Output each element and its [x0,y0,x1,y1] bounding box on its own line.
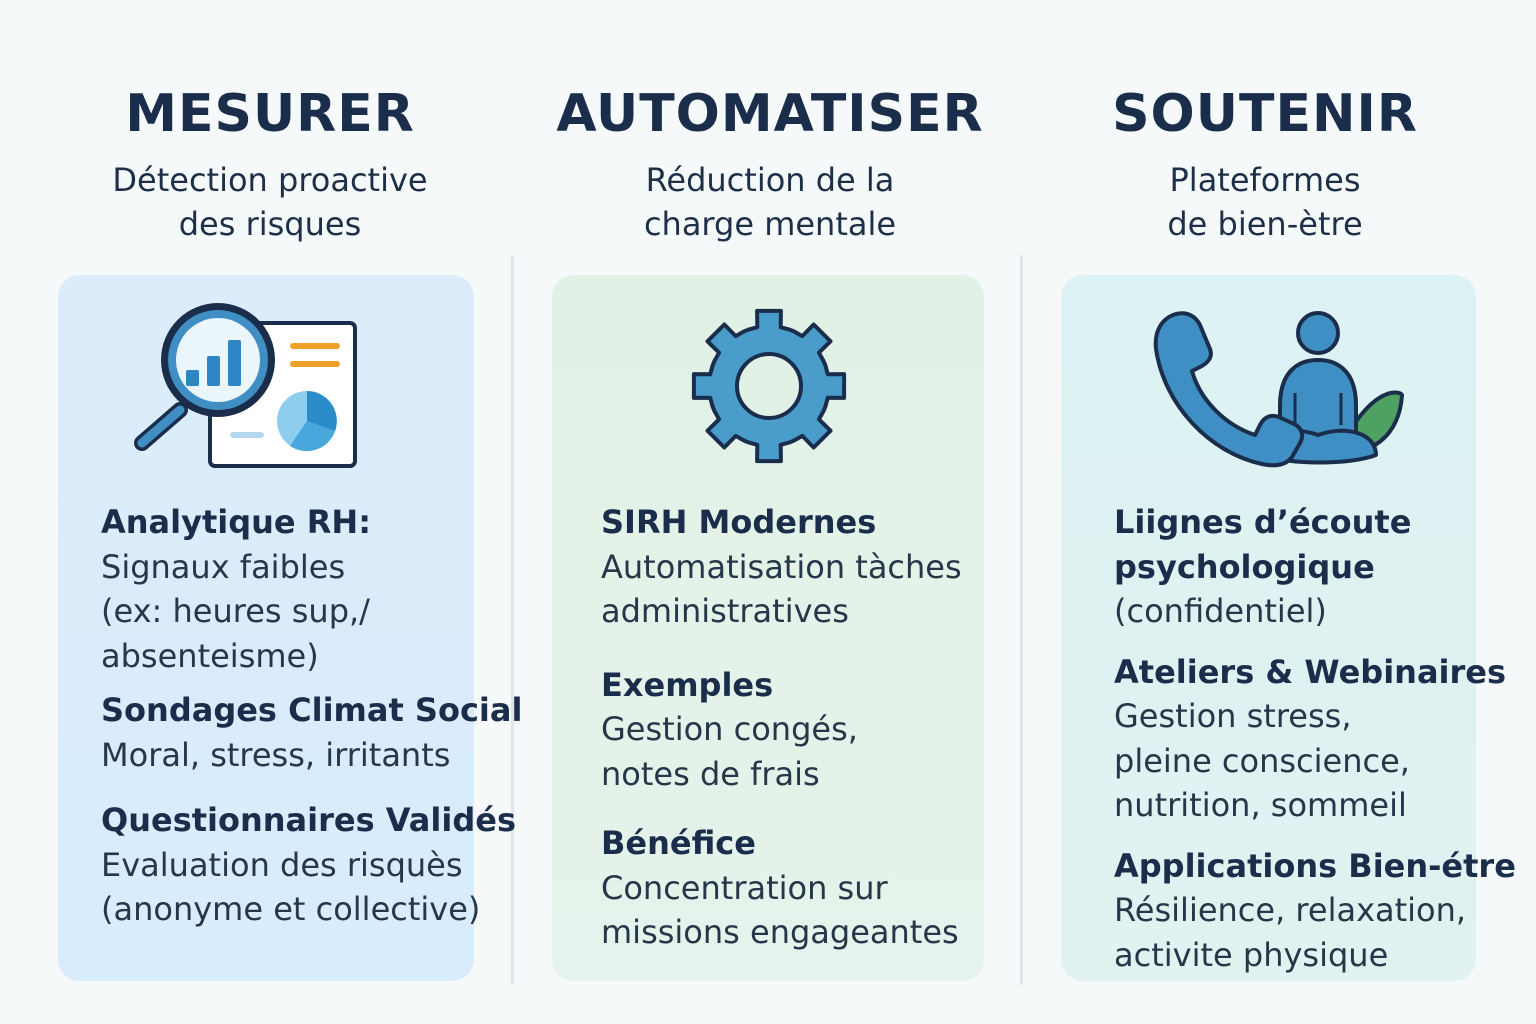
item-exemples: Exemples Gestion congés, notes de frais [601,663,981,797]
items-automatiser: SIRH Modernes Automatisation tàches admi… [601,500,981,955]
item-questionnaires: Questionnaires Validés Evaluation des ri… [101,798,516,932]
magnifier-analytics-icon [134,303,357,468]
column-header-soutenir: SOUTENIR Plateformes de bien-ètre [1055,84,1475,246]
item-title: Bénéfice [601,824,756,862]
card-soutenir [1061,275,1476,981]
item-title: Ateliers & Webinaires [1114,652,1507,691]
column-subtitle: Réduction de la charge mentale [643,161,897,243]
item-body: Gestion stress, pleine conscience, nutri… [1114,697,1410,824]
item-body: Signaux faibles (ex: heures sup,/ absent… [101,547,370,675]
item-body: (confidentiel) [1114,592,1327,630]
item-gap [101,777,501,798]
item-ateliers: Ateliers & Webinaires Gestion stress, pl… [1114,650,1524,828]
item-body: Automatisation tàches administratives [601,547,962,631]
item-gap [1114,828,1524,844]
item-title: Applications Bien-étre [1114,846,1516,885]
item-gap [1114,634,1524,650]
column-title: MESURER [125,84,415,144]
item-title-line2: psychologique [1114,547,1375,586]
item-body: Gestion congés, notes de frais [601,710,858,793]
item-gap [601,796,981,821]
item-title: Analytique RH: [101,503,371,541]
item-gap [101,678,501,688]
item-title: SIRH Modernes [601,503,877,541]
item-title: Exemples [601,665,774,704]
item-gap [601,634,981,663]
items-soutenir: Liignes d’écoute psychologique (confiden… [1114,500,1524,977]
item-lignes-ecoute: Liignes d’écoute psychologique (confiden… [1114,500,1524,634]
gear-icon [691,308,847,464]
item-benefice: Bénéfice Concentration sur missions enga… [601,821,981,955]
item-title: Questionnaires Validés [101,801,516,839]
column-title: AUTOMATISER [556,84,984,144]
items-mesurer: Analytique RH: Signaux faibles (ex: heur… [101,500,523,932]
item-body: Concentration sur missions engageantes [601,868,959,952]
item-analytique-rh: Analytique RH: Signaux faibles (ex: heur… [101,500,501,678]
item-body: Evaluation des risquès (anonyme et colle… [101,845,481,929]
item-sirh: SIRH Modernes Automatisation tàches admi… [601,500,981,634]
column-divider-right [1020,255,1023,985]
item-title: Liignes d’écoute [1114,503,1412,541]
item-title: Sondages Climat Social [101,691,523,729]
item-sondages: Sondages Climat Social Moral, stress, ir… [101,688,523,777]
column-divider-left [511,255,514,985]
column-title: SOUTENIR [1112,84,1418,144]
item-applications: Applications Bien-étre Résilience, relax… [1114,844,1524,978]
column-subtitle: Plateformes de bien-ètre [1167,161,1363,243]
item-body: Résilience, relaxation, activite physiqu… [1114,891,1467,974]
column-subtitle: Détection proactive des risques [112,161,428,243]
phone-person-leaf-icon [1153,311,1404,468]
item-body: Moral, stress, irritants [101,735,451,774]
column-header-mesurer: MESURER Détection proactive des risques [60,84,480,246]
column-header-automatiser: AUTOMATISER Réduction de la charge menta… [545,84,995,246]
